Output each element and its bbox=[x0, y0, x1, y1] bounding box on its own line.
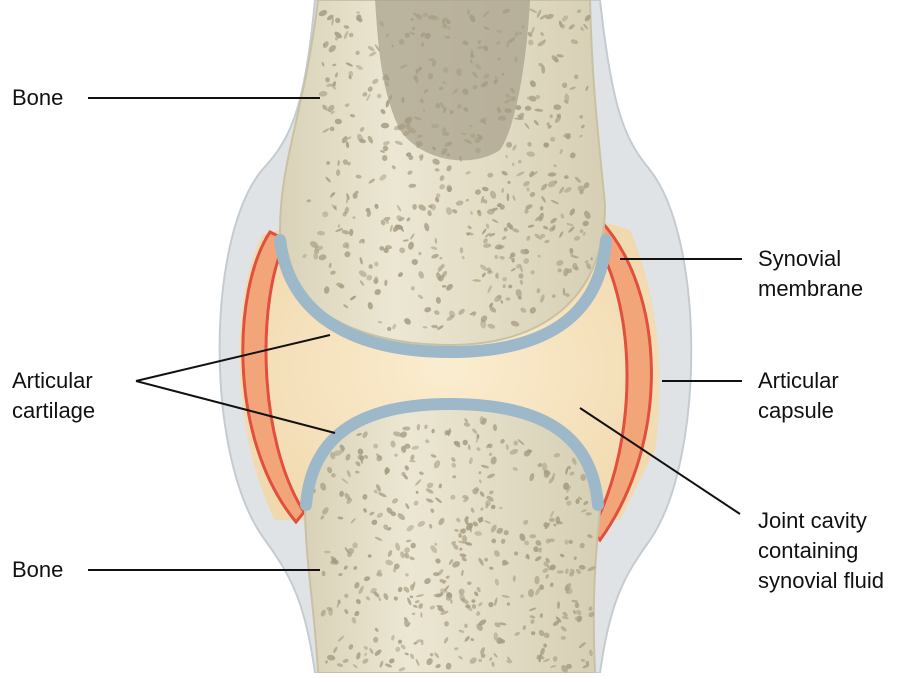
label-bone-bottom: Bone bbox=[12, 555, 63, 585]
lower-bone bbox=[305, 400, 600, 673]
upper-bone bbox=[280, 0, 606, 352]
bone-pore bbox=[515, 105, 521, 110]
label-bone-top: Bone bbox=[12, 83, 63, 113]
bone-pore bbox=[328, 608, 333, 616]
label-articular-cartilage: Articular cartilage bbox=[12, 366, 95, 426]
bone-pore bbox=[556, 516, 561, 524]
label-articular-capsule: Articular capsule bbox=[758, 366, 839, 426]
label-joint-cavity: Joint cavity containing synovial fluid bbox=[758, 506, 884, 596]
bone-pore bbox=[498, 116, 506, 121]
bone-pore bbox=[362, 239, 365, 244]
bone-pore bbox=[529, 534, 536, 538]
label-synovial-membrane: Synovial membrane bbox=[758, 244, 863, 304]
bone-pore bbox=[575, 602, 579, 608]
bone-pore bbox=[471, 599, 475, 603]
